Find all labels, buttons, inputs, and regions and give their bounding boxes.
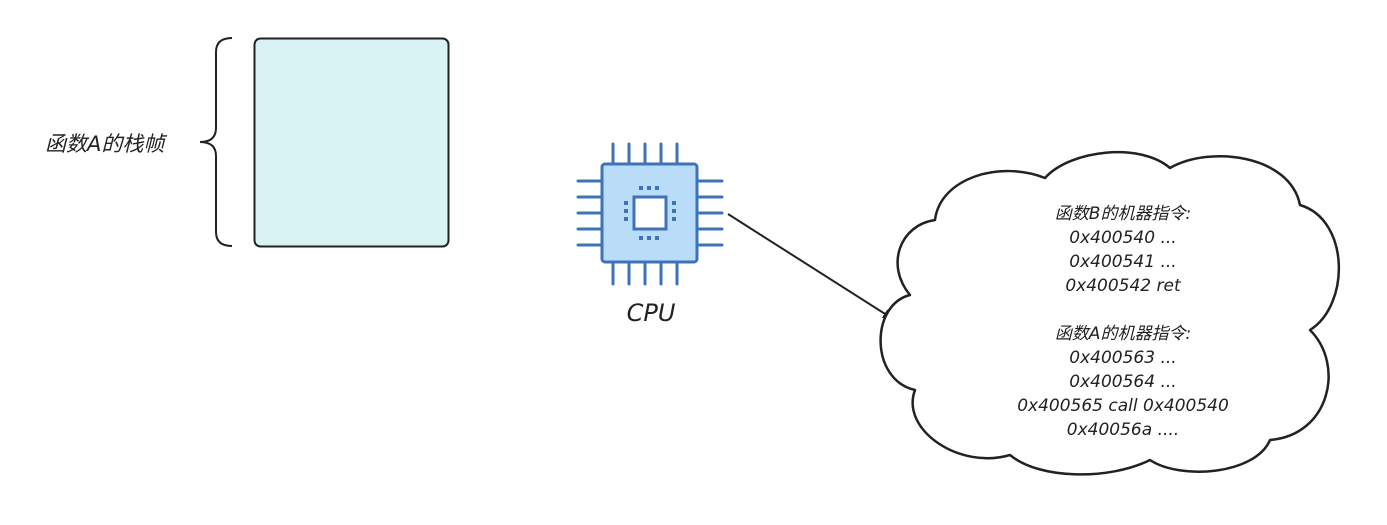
instruction-line: 0x400542 ret <box>1065 276 1182 296</box>
stack-frame-label: 函数A的栈帧 <box>45 132 167 156</box>
cpu-to-instructions-arrow <box>727 213 895 321</box>
instruction-line: 函数A的机器指令: <box>1055 324 1191 344</box>
instructions-cloud <box>879 151 1340 476</box>
instruction-line: 0x400564 ... <box>1069 372 1176 392</box>
instructions-text: 函数B的机器指令: 0x400540 ... 0x400541 ... 0x40… <box>1017 204 1229 440</box>
stack-frame-box <box>253 37 450 248</box>
brace-icon <box>199 37 233 247</box>
instruction-line: 0x40056a .... <box>1067 420 1179 440</box>
instruction-line: 0x400540 ... <box>1069 228 1176 248</box>
instruction-line: 0x400563 ... <box>1069 348 1176 368</box>
instruction-line: 0x400541 ... <box>1069 252 1176 272</box>
instruction-line: 函数B的机器指令: <box>1055 204 1191 224</box>
cpu-chip-icon <box>576 142 724 286</box>
instruction-line: 0x400565 call 0x400540 <box>1017 396 1229 416</box>
cpu-label: CPU <box>627 299 676 327</box>
